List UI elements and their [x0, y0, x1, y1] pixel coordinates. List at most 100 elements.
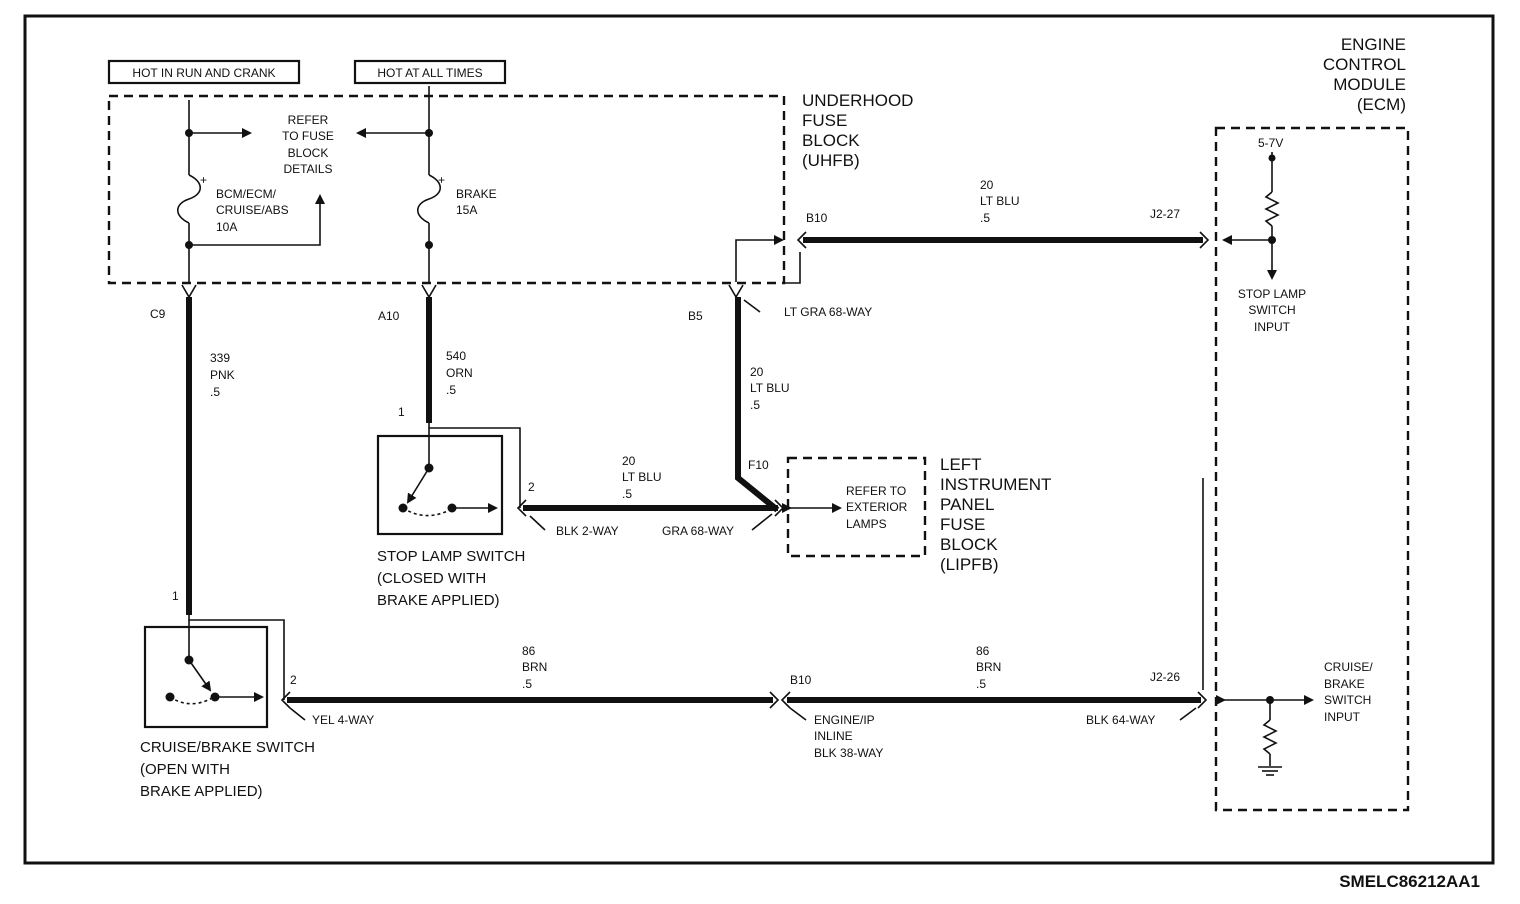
fuse-left-line3: 10A: [216, 220, 237, 234]
cruise-switch-title-line3: BRAKE APPLIED): [140, 783, 263, 800]
stop-switch-title-line1: STOP LAMP SWITCH: [377, 548, 525, 565]
wire-86r-line2: BRN: [976, 660, 1001, 674]
stop-lamp-switch: 1 2 STOP LAMP SWITCH (CLOSED WITH BRAKE …: [376, 405, 535, 609]
connector-engine-ip-line3: BLK 38-WAY: [814, 746, 883, 760]
ecm-cruise-input-line4: INPUT: [1324, 710, 1361, 724]
fuse-right-icon: [416, 174, 442, 224]
wire-540-orn: A10 540 ORN .5: [378, 284, 473, 423]
lipfb-refer-line3: LAMPS: [846, 517, 887, 531]
ecm-cruise-input-line2: BRAKE: [1324, 677, 1365, 691]
fuse-left-line2: CRUISE/ABS: [216, 203, 289, 217]
resistor-bottom-icon: [1262, 719, 1278, 755]
ecm-stop-input-line2: SWITCH: [1248, 303, 1295, 317]
pin-b10-bottom: B10: [790, 673, 812, 687]
hot-all-times-text: HOT AT ALL TIMES: [377, 66, 482, 80]
lipfb-title-line4: FUSE: [940, 515, 985, 534]
stop-switch-title-line2: (CLOSED WITH: [377, 570, 486, 587]
wire-86-brn-right: B10 J2-26 ENGINE/IP INLINE BLK 38-WAY BL…: [780, 644, 1208, 760]
cruise-switch-title-line1: CRUISE/BRAKE SWITCH: [140, 739, 315, 756]
cruise-switch-pin2: 2: [290, 673, 297, 687]
lipfb-title-line6: (LIPFB): [940, 555, 999, 574]
pin-j2-27: J2-27: [1150, 207, 1180, 221]
ecm-stop-input-line1: STOP LAMP: [1238, 287, 1306, 301]
pin-j2-26: J2-26: [1150, 670, 1180, 684]
engine-control-module: ENGINE CONTROL MODULE (ECM) 5-7V STOP LA…: [1214, 35, 1410, 812]
uhfb-refer-line4: DETAILS: [283, 162, 332, 176]
lipfb-title-line2: INSTRUMENT: [940, 475, 1051, 494]
uhfb-refer-line2: TO FUSE: [282, 129, 334, 143]
svg-text:+: +: [200, 173, 207, 187]
wire-86r-line3: .5: [976, 677, 986, 691]
connector-engine-ip-line1: ENGINE/IP: [814, 713, 875, 727]
cruise-switch-pin1: 1: [172, 589, 179, 603]
uhfb-refer-line1: REFER: [288, 113, 329, 127]
wire-339-line3: .5: [210, 385, 220, 399]
ecm-title-line3: MODULE: [1333, 75, 1406, 94]
wire-20m-line3: .5: [622, 487, 632, 501]
stop-switch-pin1: 1: [398, 405, 405, 419]
wire-20t-line2: LT BLU: [980, 194, 1020, 208]
wire-339-pnk: C9 339 PNK .5: [150, 284, 235, 615]
left-instrument-panel-fuse-block: REFER TO EXTERIOR LAMPS LEFT INSTRUMENT …: [782, 455, 1051, 574]
wire-20v-line1: 20: [750, 365, 764, 379]
wire-339-line2: PNK: [210, 368, 235, 382]
fuse-left-line1: BCM/ECM/: [216, 187, 277, 201]
wire-20m-line1: 20: [622, 454, 636, 468]
connector-blk-2way: BLK 2-WAY: [556, 524, 619, 538]
fuse-left-icon: [176, 174, 202, 224]
svg-text:+: +: [438, 173, 445, 187]
pin-c9: C9: [150, 307, 166, 321]
connector-engine-ip-line2: INLINE: [814, 729, 853, 743]
pin-a10: A10: [378, 309, 400, 323]
wire-540-line2: ORN: [446, 366, 473, 380]
ecm-title-line4: (ECM): [1357, 95, 1406, 114]
wire-86l-line1: 86: [522, 644, 536, 658]
wire-86l-line2: BRN: [522, 660, 547, 674]
wire-20m-line2: LT BLU: [622, 470, 662, 484]
uhfb-title-line1: UNDERHOOD: [802, 91, 913, 110]
lipfb-title-line5: BLOCK: [940, 535, 998, 554]
wire-86-brn-left: YEL 4-WAY 86 BRN .5: [280, 644, 780, 727]
uhfb-title-line4: (UHFB): [802, 151, 860, 170]
wire-540-line1: 540: [446, 349, 466, 363]
uhfb-title-line3: BLOCK: [802, 131, 860, 150]
stop-switch-pin2: 2: [528, 480, 535, 494]
hot-run-crank-label: HOT IN RUN AND CRANK: [107, 59, 301, 85]
connector-lt-gra: LT GRA 68-WAY: [784, 305, 872, 319]
pin-b10-top: B10: [806, 211, 828, 225]
wire-20v-line2: LT BLU: [750, 381, 790, 395]
wire-20v-line3: .5: [750, 398, 760, 412]
ecm-title-line1: ENGINE: [1341, 35, 1406, 54]
wire-20-ltblu-mid: BLK 2-WAY GRA 68-WAY 20 LT BLU .5: [516, 454, 785, 538]
lipfb-refer-line1: REFER TO: [846, 484, 906, 498]
resistor-top-icon: [1264, 191, 1280, 227]
fuse-right-line1: BRAKE: [456, 187, 497, 201]
diagram-id: SMELC86212AA1: [1339, 872, 1480, 891]
cruise-brake-switch: 1 2 CRUISE/BRAKE SWITCH (OPEN WITH BRAKE…: [140, 589, 315, 800]
ground-icon: [1258, 766, 1282, 776]
connector-blk64: BLK 64-WAY: [1086, 713, 1155, 727]
uhfb-refer-line3: BLOCK: [288, 146, 329, 160]
connector-gra68: GRA 68-WAY: [662, 524, 734, 538]
pin-b5: B5: [688, 309, 703, 323]
wire-20-ltblu-vertical: B5 LT GRA 68-WAY 20 LT BLU .5 F10: [688, 284, 872, 513]
underhood-fuse-block: UNDERHOOD FUSE BLOCK (UHFB) REFER TO FUS…: [107, 86, 913, 285]
pin-f10: F10: [748, 458, 769, 472]
ecm-cruise-input-line3: SWITCH: [1324, 693, 1371, 707]
ecm-cruise-input-line1: CRUISE/: [1324, 660, 1373, 674]
wire-20t-line1: 20: [980, 178, 994, 192]
connector-yel-4way: YEL 4-WAY: [312, 713, 374, 727]
ecm-voltage: 5-7V: [1258, 136, 1283, 150]
wire-339-line1: 339: [210, 351, 230, 365]
fuse-right-line2: 15A: [456, 203, 477, 217]
diagram-frame: [23, 14, 1495, 865]
wire-86r-line1: 86: [976, 644, 990, 658]
ecm-title-line2: CONTROL: [1323, 55, 1406, 74]
uhfb-title-line2: FUSE: [802, 111, 847, 130]
ecm-stop-input-line3: INPUT: [1254, 320, 1291, 334]
lipfb-title-line3: PANEL: [940, 495, 995, 514]
wire-20t-line3: .5: [980, 211, 990, 225]
cruise-switch-title-line2: (OPEN WITH: [140, 761, 230, 778]
lipfb-title-line1: LEFT: [940, 455, 982, 474]
